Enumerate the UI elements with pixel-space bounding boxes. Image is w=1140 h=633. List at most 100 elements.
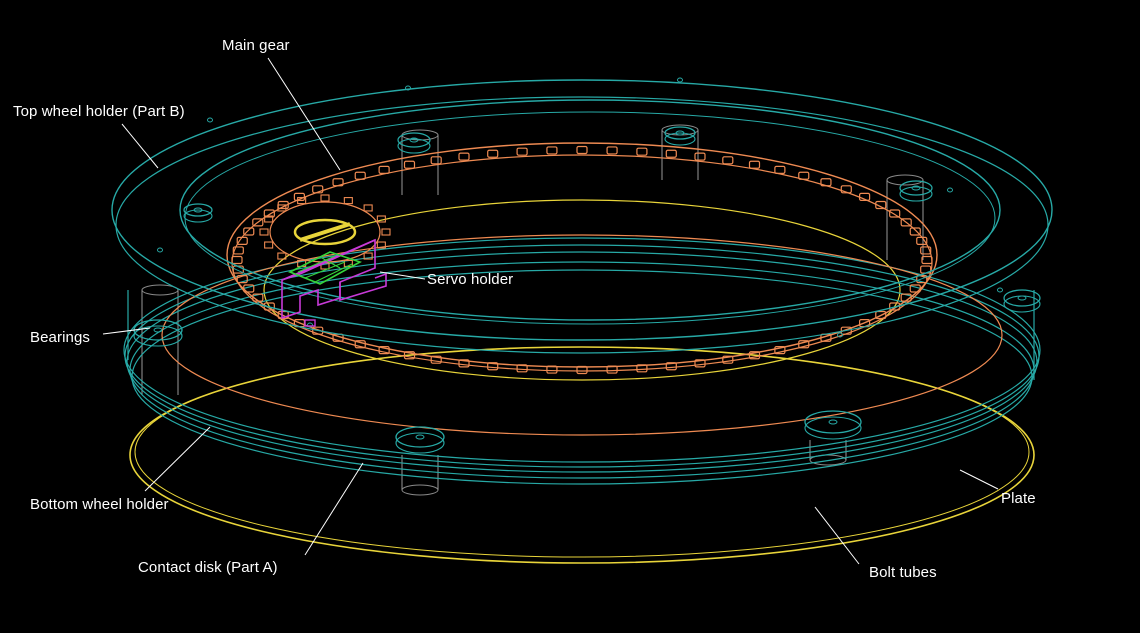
- servo-horn: [293, 218, 357, 246]
- bearing-bottom: [133, 325, 183, 347]
- bearing-hole: [193, 207, 203, 213]
- gear-tooth: [722, 355, 734, 364]
- gear-tooth: [636, 147, 648, 156]
- gear-tooth: [909, 284, 921, 293]
- gear-tooth: [840, 185, 852, 194]
- top-wheel-holder-outer: [111, 79, 1053, 341]
- gear-tooth: [798, 171, 810, 180]
- leader-line: [814, 506, 860, 565]
- bearing-hole: [1017, 295, 1027, 301]
- gear-tooth: [889, 209, 901, 218]
- gear-tooth: [332, 178, 344, 187]
- gear-tooth: [378, 165, 390, 174]
- bottom-wheel-holder-ring: [126, 251, 1038, 473]
- gear-tooth: [354, 171, 366, 180]
- servo-gear-tooth: [264, 241, 274, 249]
- gear-tooth: [487, 362, 499, 371]
- servo-gear-tooth: [376, 241, 386, 249]
- servo-gear-tooth: [320, 194, 330, 202]
- gear-tooth: [516, 147, 528, 156]
- gear-tooth: [263, 209, 275, 218]
- gear-tooth: [576, 145, 588, 155]
- gear-tooth: [722, 156, 734, 165]
- plate: [129, 199, 1035, 564]
- mounting-hole: [997, 287, 1003, 293]
- bottom-wheel-holder-ring: [123, 237, 1041, 463]
- bearing-hole: [415, 434, 425, 440]
- leader-line: [102, 327, 151, 335]
- servo-gear-tooth: [376, 215, 386, 223]
- main-gear: [161, 142, 1003, 436]
- gear-tooth: [748, 160, 761, 169]
- gear-tooth: [916, 275, 928, 284]
- gear-tooth: [252, 218, 264, 227]
- servo-holder-bracket: [339, 272, 387, 302]
- bearing-top: [133, 319, 183, 341]
- mounting-hole: [207, 117, 213, 123]
- servo-holder-bracket: [281, 239, 376, 281]
- bearing-bottom: [899, 186, 933, 202]
- gear-tooth: [840, 326, 852, 335]
- plate-ring-inner: [263, 199, 901, 381]
- servo-gear-tooth: [381, 228, 391, 236]
- bearing-top: [804, 410, 862, 434]
- mounting-hole: [947, 187, 953, 193]
- bearing-hole: [675, 130, 685, 136]
- leader-line: [121, 123, 159, 169]
- main-gear-lower-ring: [161, 234, 1003, 436]
- bolt-tube-bottom: [886, 174, 924, 186]
- gear-tooth: [875, 310, 887, 320]
- gear-tooth: [900, 218, 912, 227]
- gear-tooth: [243, 284, 255, 293]
- gear-tooth: [636, 364, 648, 373]
- top-wheel-holder-outer-lower: [115, 96, 1049, 354]
- servo-gear-tooth: [363, 252, 373, 260]
- gear-tooth: [277, 310, 289, 320]
- gear-tooth: [430, 355, 442, 364]
- label-contact-disk: Contact disk (Part A): [138, 559, 278, 576]
- gear-tooth: [378, 346, 390, 355]
- gear-tooth: [875, 200, 887, 210]
- servo-body-detail: [297, 255, 353, 283]
- gear-tooth: [546, 365, 558, 374]
- gear-tooth: [774, 346, 786, 355]
- servo-horn-arm: [299, 222, 351, 242]
- gear-tooth: [232, 246, 244, 255]
- gear-tooth: [665, 362, 677, 371]
- gear-tooth: [546, 146, 558, 155]
- gear-tooth: [354, 340, 366, 349]
- gear-tooth: [403, 160, 416, 169]
- gear-tooth: [921, 255, 933, 265]
- gear-tooth: [606, 146, 618, 155]
- gear-tooth: [293, 192, 305, 202]
- leader-line: [959, 469, 999, 490]
- gear-tooth: [798, 340, 810, 349]
- servo-gear-tooth: [277, 252, 287, 260]
- bottom-wheel-holder-ring: [124, 244, 1040, 468]
- gear-tooth: [403, 351, 416, 360]
- gear-tooth: [236, 275, 248, 284]
- servo-gear-tooth: [259, 228, 269, 236]
- gear-tooth: [859, 192, 871, 202]
- leader-lines: [102, 57, 999, 565]
- servo-holder-bracket: [281, 238, 376, 320]
- bearing-top: [395, 426, 445, 448]
- bearings: [133, 126, 1041, 454]
- top-wheel-holder: [111, 77, 1053, 354]
- bearing-hole: [153, 327, 163, 333]
- leader-line: [267, 57, 341, 171]
- servo-gear-tooth: [277, 204, 287, 212]
- gear-tooth: [576, 365, 588, 375]
- servo-holder-foot: [304, 319, 316, 327]
- gear-tooth: [694, 359, 706, 368]
- main-gear-inner-ring: [231, 154, 933, 372]
- gear-tooth: [516, 364, 528, 373]
- label-top-wheel-holder: Top wheel holder (Part B): [13, 103, 185, 120]
- gear-tooth: [312, 326, 324, 335]
- gear-tooth: [252, 293, 264, 302]
- gear-tooth: [458, 152, 470, 161]
- gear-tooth: [694, 152, 706, 161]
- gear-tooth: [430, 156, 442, 165]
